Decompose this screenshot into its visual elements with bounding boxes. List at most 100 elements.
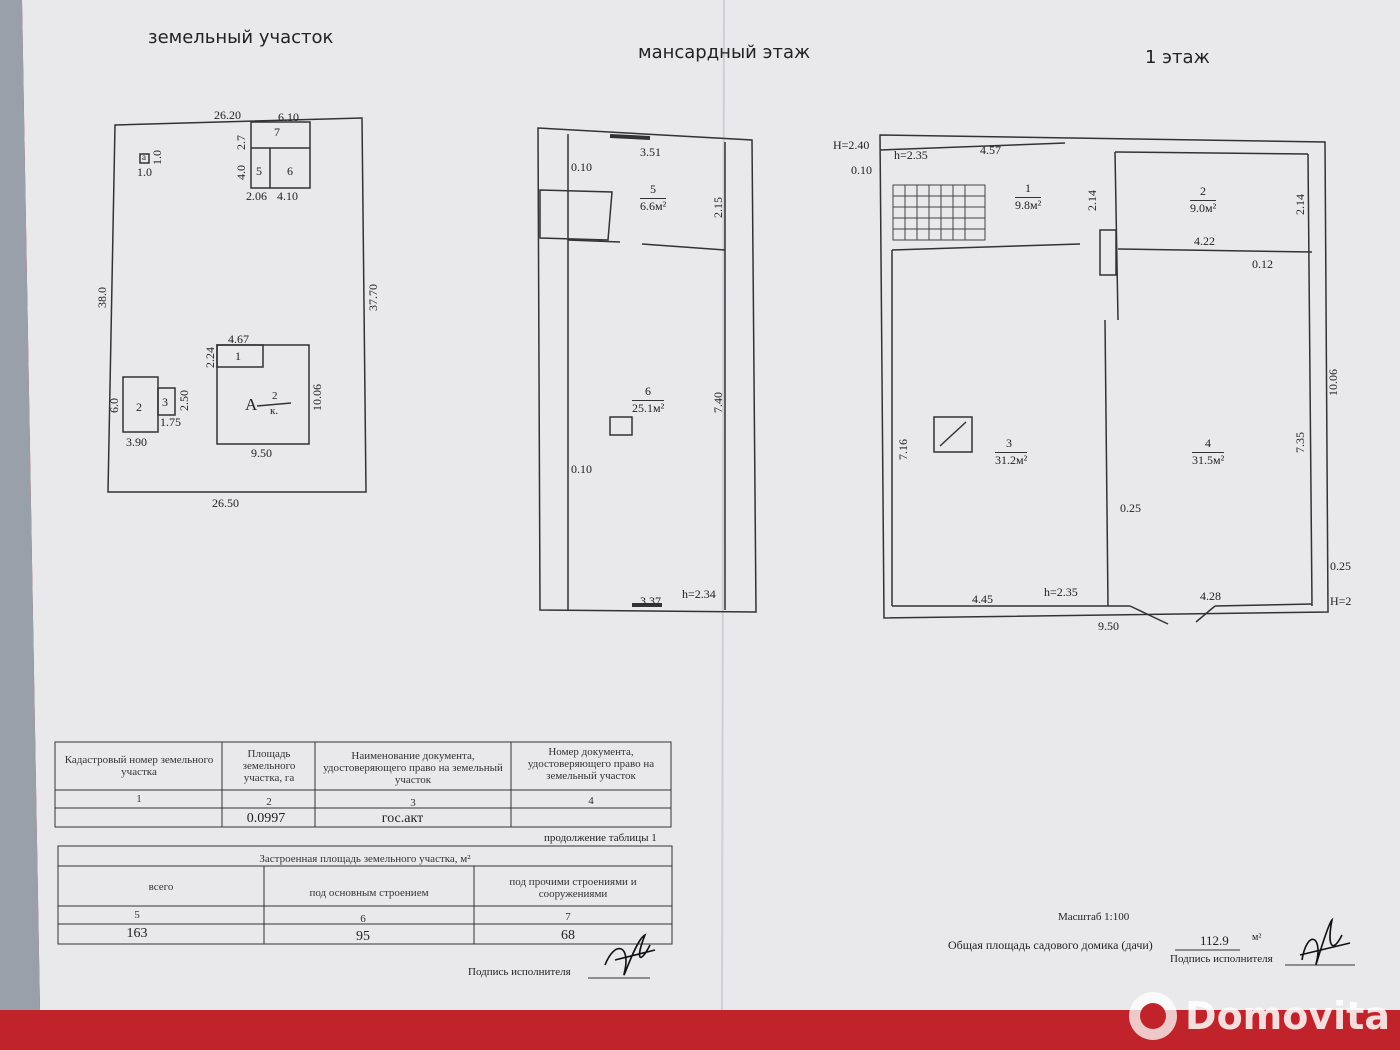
floor1-dim-025a: 0.25 bbox=[1120, 501, 1141, 515]
attic-room-6-area: 25.1м² bbox=[632, 400, 665, 415]
table1-header-cadastral: Кадастровый номер земельного участка bbox=[64, 754, 214, 778]
total-area-value: 112.9 bbox=[1200, 933, 1229, 948]
attic-dim-w2: 0.10 bbox=[571, 462, 592, 476]
attic-room-6-num: 6 bbox=[645, 384, 651, 398]
attic-title: мансардный этаж bbox=[638, 42, 811, 63]
domovita-wordmark: Domovita bbox=[1185, 994, 1390, 1038]
table2-grid bbox=[57, 845, 673, 945]
total-area-label: Общая площадь садового домика (дачи) bbox=[948, 938, 1153, 952]
table2-num-5: 5 bbox=[134, 909, 140, 921]
table1-grid bbox=[54, 741, 672, 828]
outbuilding-5: 5 bbox=[256, 164, 262, 178]
floor1-dim-445: 4.45 bbox=[972, 592, 993, 606]
signature-left-label: Подпись исполнителя bbox=[468, 966, 571, 978]
table1-num-2: 2 bbox=[266, 796, 272, 808]
house-dim-bottom: 9.50 bbox=[251, 446, 272, 460]
floor1-room-1-area: 9.8м² bbox=[1015, 197, 1042, 212]
outbuilding-6: 6 bbox=[287, 164, 293, 178]
well-dim-a: 1.0 bbox=[150, 150, 164, 165]
attic-dim-b1: 3.37 bbox=[640, 594, 661, 608]
floor1-dim-012: 0.12 bbox=[1252, 257, 1273, 271]
signature-left bbox=[604, 933, 656, 976]
land-plot-drawing bbox=[107, 117, 367, 493]
domovita-logo-icon bbox=[1129, 992, 1178, 1040]
table1-num-4: 4 bbox=[588, 795, 594, 807]
signature-lines bbox=[588, 949, 1355, 979]
floor1-dim-457: 4.57 bbox=[980, 143, 1001, 157]
table2-num-7: 7 bbox=[565, 911, 571, 923]
table1-header-area: Площадь земельного участка, га bbox=[242, 748, 296, 784]
floor1-dim-214b: 2.14 bbox=[1293, 194, 1307, 215]
table1-num-1: 1 bbox=[136, 793, 142, 805]
floor1-dim-H2: H=2 bbox=[1330, 594, 1352, 608]
plot-dim-bottom: 26.50 bbox=[212, 496, 239, 510]
attic-dim-v1: 2.15 bbox=[711, 197, 725, 218]
table2-header-other: под прочими строениями и сооружениями bbox=[509, 876, 637, 900]
annex-dim-w3: 1.75 bbox=[160, 415, 181, 429]
floor1-dim-h2: h=2.35 bbox=[1044, 585, 1078, 599]
floor1-dim-428: 4.28 bbox=[1200, 589, 1221, 603]
house-material: к. bbox=[270, 405, 279, 417]
plot-dim-4: 4.0 bbox=[234, 165, 248, 180]
house-dim-left: 2.24 bbox=[203, 347, 217, 368]
floor1-dim-H1: H=2.40 bbox=[833, 138, 870, 152]
floor1-room-1-num: 1 bbox=[1025, 181, 1031, 195]
floor1-room-2-num: 2 bbox=[1200, 184, 1206, 198]
plot-dim-w5: 2.06 bbox=[246, 189, 267, 203]
attic-height: h=2.34 bbox=[682, 587, 716, 601]
floor1-room-2-area: 9.0м² bbox=[1190, 200, 1217, 215]
plot-dim-right: 37.70 bbox=[366, 284, 380, 311]
plot-dim-left: 38.0 bbox=[95, 287, 109, 308]
floor1-room-3-num: 3 bbox=[1006, 436, 1012, 450]
floor1-dim-010: 0.10 bbox=[851, 163, 872, 177]
signature-right bbox=[1299, 917, 1351, 965]
house-floors: 2 bbox=[272, 390, 278, 402]
table1-num-3: 3 bbox=[410, 797, 416, 809]
house-dim-right: 10.06 bbox=[310, 384, 324, 411]
table2-title: Застроенная площадь земельного участка, … bbox=[259, 853, 471, 865]
floor1-dim-735: 7.35 bbox=[1293, 432, 1307, 453]
floor1-room-4-area: 31.5м² bbox=[1192, 452, 1225, 467]
floor1-dim-422: 4.22 bbox=[1194, 234, 1215, 248]
plot-dim-w6: 4.10 bbox=[277, 189, 298, 203]
well-label: а bbox=[142, 152, 146, 162]
floor1-dim-025b: 0.25 bbox=[1330, 559, 1351, 573]
outbuilding-7: 7 bbox=[274, 125, 280, 139]
annex-dim-bottom: 3.90 bbox=[126, 435, 147, 449]
house-letter: А bbox=[245, 395, 258, 414]
floor1-title: 1 этаж bbox=[1145, 47, 1210, 68]
annex-dim-3: 2.50 bbox=[177, 390, 191, 411]
table2-value-total: 163 bbox=[126, 926, 148, 941]
floor1-room-3-area: 31.2м² bbox=[995, 452, 1028, 467]
signature-right-label: Подпись исполнителя bbox=[1170, 953, 1273, 965]
annex-dim-left: 6.0 bbox=[107, 398, 121, 413]
table1-header-doc-name: Наименование документа, удостоверяющего … bbox=[323, 750, 503, 786]
house-part-1: 1 bbox=[235, 349, 241, 363]
annex-part-3: 3 bbox=[162, 395, 168, 409]
attic-room-5-area: 6.6м² bbox=[640, 198, 667, 213]
table1-value-area: 0.0997 bbox=[246, 811, 286, 826]
table2-value-main: 95 bbox=[356, 929, 370, 944]
scale-label: Масштаб 1:100 bbox=[1058, 911, 1130, 923]
well-dim-b: 1.0 bbox=[137, 165, 152, 179]
attic-dim-t1: 3.51 bbox=[640, 145, 661, 159]
table2-header-main: под основным строением bbox=[309, 887, 429, 899]
table2-header-total: всего bbox=[148, 881, 174, 893]
floor1-dim-1006: 10.06 bbox=[1326, 369, 1340, 396]
house-dim-top: 4.67 bbox=[228, 332, 249, 346]
table1-header-doc-number: Номер документа, удостоверяющего право н… bbox=[527, 746, 655, 782]
attic-plan-drawing bbox=[537, 127, 757, 613]
table2-continuation: продолжение таблицы 1 bbox=[544, 832, 657, 844]
staircase bbox=[892, 184, 986, 241]
floor1-room-4-num: 4 bbox=[1205, 436, 1211, 450]
floor1-dim-716: 7.16 bbox=[896, 439, 910, 460]
domovita-watermark: Domovita bbox=[1129, 992, 1390, 1040]
plot-dim-top: 26.20 bbox=[214, 108, 241, 122]
floor1-dim-214a: 2.14 bbox=[1085, 190, 1099, 211]
annex-part-2: 2 bbox=[136, 400, 142, 414]
attic-dim-w1: 0.10 bbox=[571, 160, 592, 174]
attic-dim-v2: 7.40 bbox=[711, 392, 725, 413]
attic-room-5-num: 5 bbox=[650, 182, 656, 196]
plot-dim-7: 2.7 bbox=[234, 135, 248, 150]
